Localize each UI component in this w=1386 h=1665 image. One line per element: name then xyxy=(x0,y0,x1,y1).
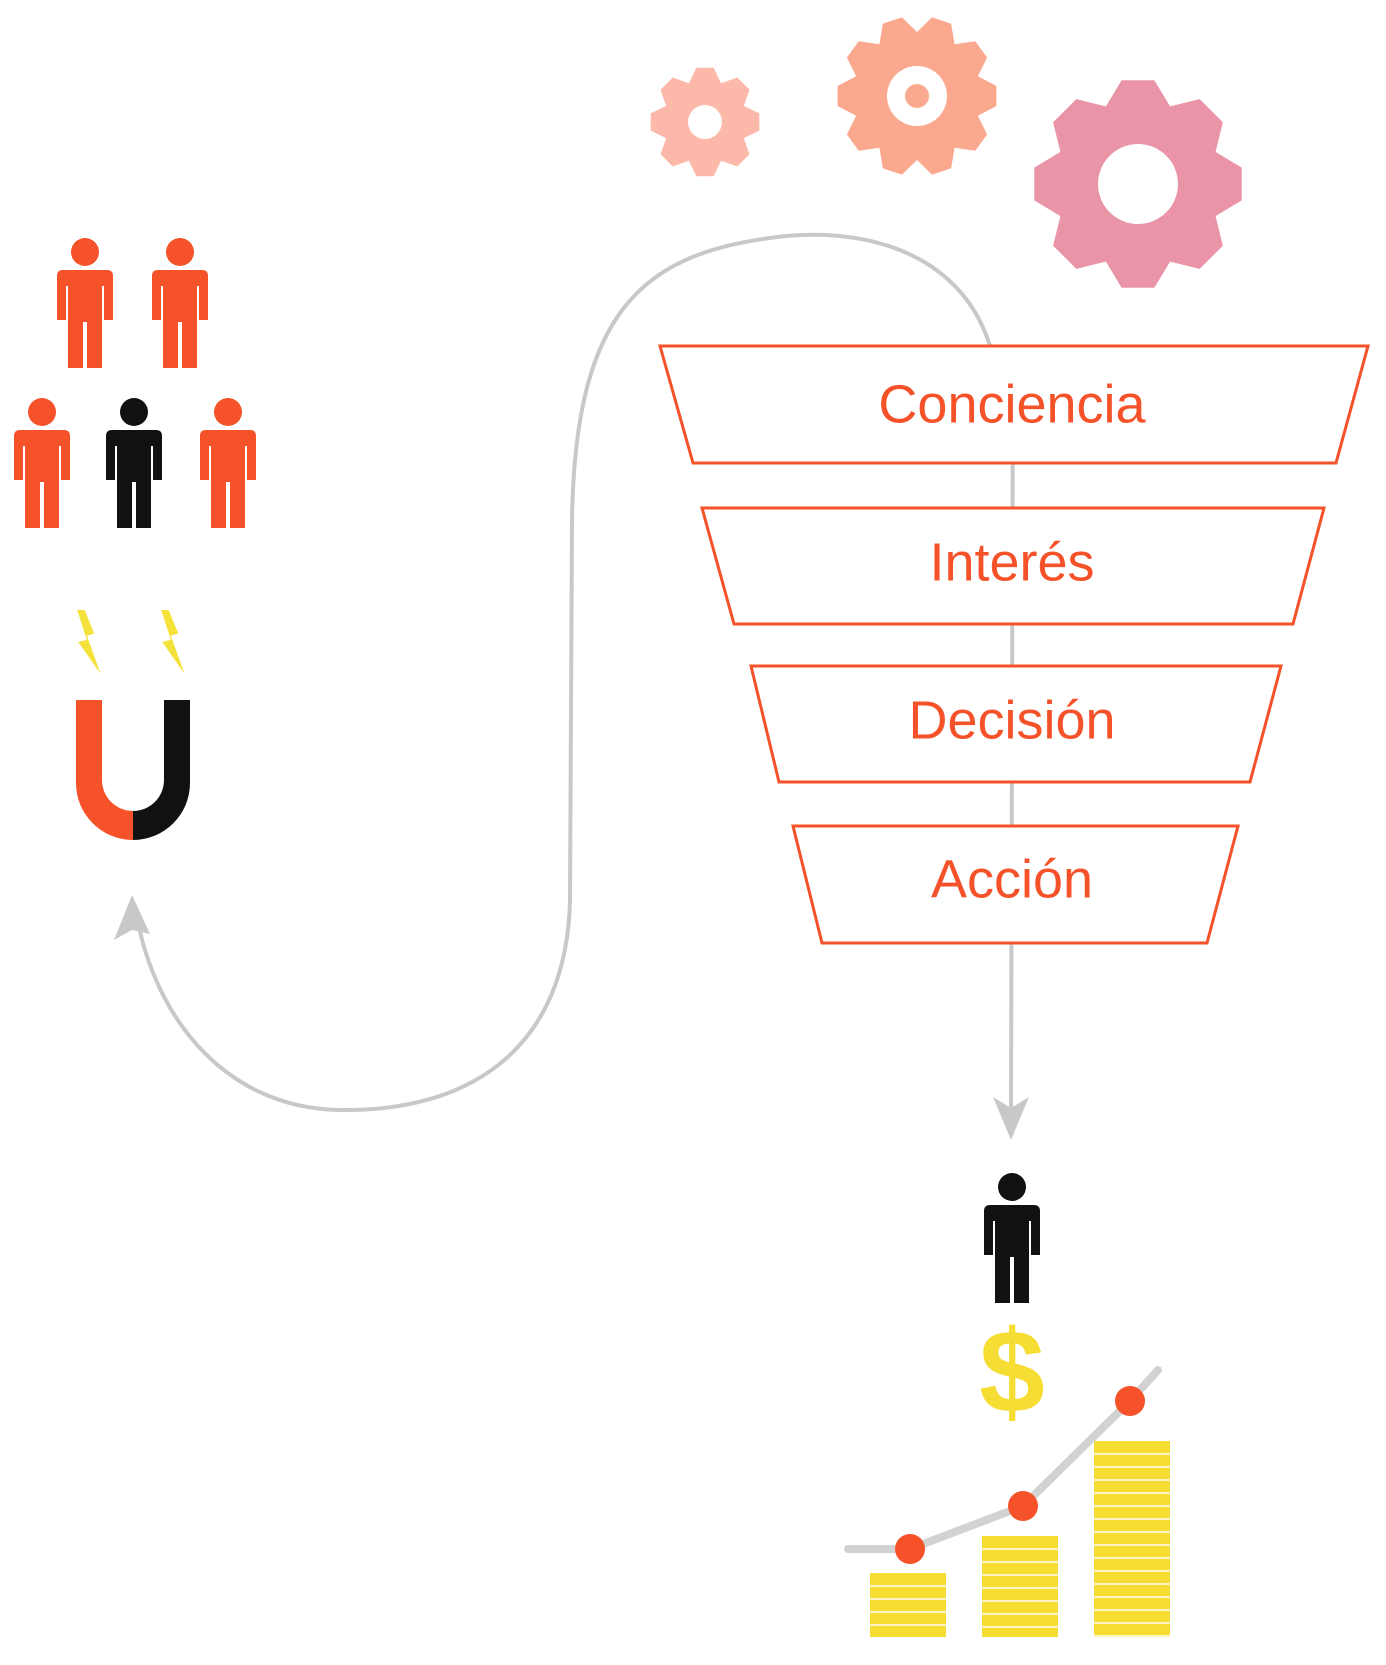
person-orange-icon xyxy=(152,238,208,368)
gear-small-icon xyxy=(650,67,760,177)
gear-medium-icon xyxy=(837,17,997,175)
coin-stack xyxy=(982,1536,1058,1637)
person-orange-icon xyxy=(57,238,113,368)
funnel: Conciencia Interés Decisión Acción xyxy=(658,344,1370,945)
funnel-stage-conciencia: Conciencia xyxy=(658,344,1370,465)
funnel-stage-interes: Interés xyxy=(700,506,1326,626)
customer-person-icon xyxy=(984,1173,1040,1303)
person-dark-icon xyxy=(106,398,162,528)
lightning-icon xyxy=(161,610,185,674)
coin-stack xyxy=(870,1573,946,1637)
stage-label-decision: Decisión xyxy=(908,690,1115,750)
gear-hole xyxy=(688,105,722,139)
people-group-icon xyxy=(14,238,256,528)
down-arrowhead-icon xyxy=(993,1097,1029,1140)
loop-arrowhead-icon xyxy=(114,895,150,940)
funnel-stage-accion: Acción xyxy=(791,824,1240,945)
funnel-stage-decision: Decisión xyxy=(749,664,1283,784)
gear-ring xyxy=(905,84,929,108)
lightning-icon xyxy=(77,610,101,674)
trend-point xyxy=(1008,1491,1038,1521)
stage-label-interes: Interés xyxy=(929,532,1094,592)
gears-icon xyxy=(650,17,1242,288)
loop-connector xyxy=(133,232,992,1113)
stage-label-conciencia: Conciencia xyxy=(878,374,1146,434)
person-orange-icon xyxy=(14,398,70,528)
growth-chart-icon xyxy=(844,1366,1170,1637)
stage-label-accion: Acción xyxy=(931,849,1093,909)
gear-large-icon xyxy=(1034,80,1242,288)
gear-hole xyxy=(1098,144,1178,224)
coin-stacks xyxy=(870,1441,1170,1637)
magnet-icon xyxy=(76,610,190,840)
coin-stack xyxy=(1094,1441,1170,1637)
dollar-icon: $ xyxy=(979,1306,1045,1438)
trend-point xyxy=(1115,1386,1145,1416)
person-orange-icon xyxy=(200,398,256,528)
trend-point xyxy=(895,1534,925,1564)
